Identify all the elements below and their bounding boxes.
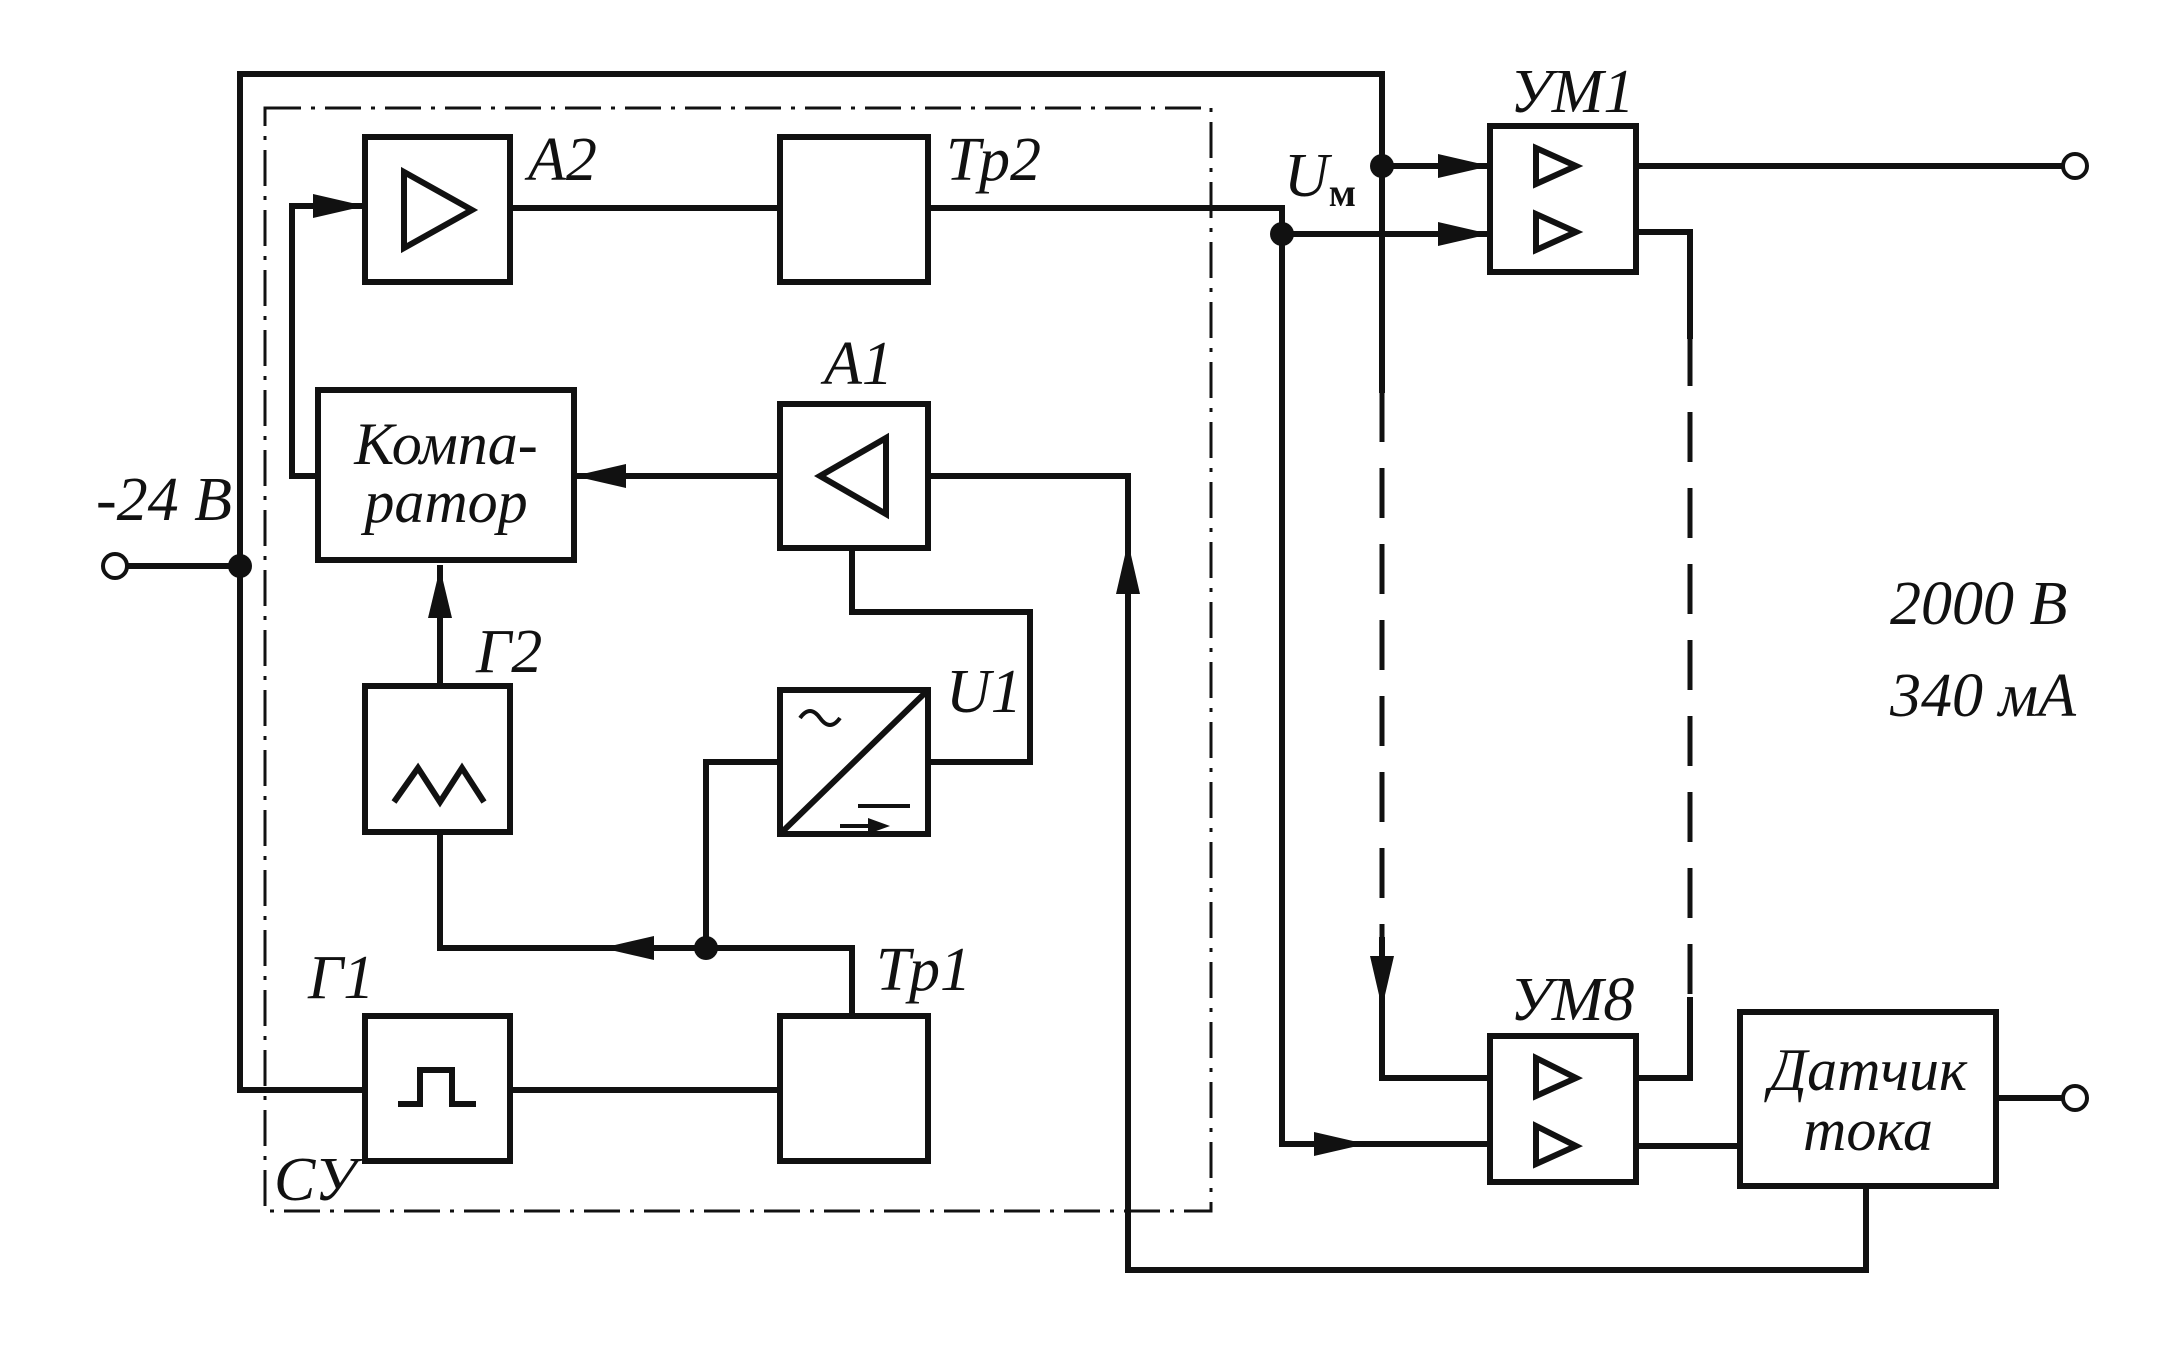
junction-supply [228, 554, 252, 578]
terminal-um1-output [2061, 152, 2089, 180]
converter-diagonal [777, 687, 931, 837]
ac-wave-icon [798, 709, 842, 727]
label-a1: А1 [820, 330, 893, 398]
junction-tr1 [694, 936, 718, 960]
label-u1: U1 [946, 658, 1022, 726]
label-tr1: Тр1 [876, 936, 971, 1004]
wire-u1-to-a1 [849, 545, 1033, 765]
arrow-into-um1-bottom [1438, 222, 1490, 246]
arrow-into-um1-top [1438, 154, 1490, 178]
wire-feedback [925, 473, 1869, 1273]
block-g2 [362, 683, 513, 835]
arrow-into-comparator [574, 464, 626, 488]
amplifier-icon [1533, 1053, 1583, 1101]
wire-tr1-to-node [437, 829, 855, 1019]
comparator-label-line1: Компа- [353, 411, 538, 477]
amplifier-icon [1533, 143, 1584, 189]
sensor-label-line2: тока [1803, 1097, 1933, 1163]
block-g1 [362, 1013, 513, 1164]
block-um1 [1487, 123, 1639, 275]
label-su: СУ [274, 1146, 364, 1214]
wire-supply-bus [237, 71, 1385, 1093]
control-unit-boundary [263, 106, 1213, 1213]
arrow-feedback-up [1116, 542, 1140, 594]
terminal-sensor-output [2061, 1084, 2089, 1112]
block-a1 [777, 401, 931, 551]
amplifier-icon [401, 166, 479, 254]
arrow-into-um8-bottom [1314, 1132, 1366, 1156]
label-tr2: Тр2 [946, 126, 1041, 194]
sensor-label-line1: Датчик [1764, 1037, 1968, 1103]
label-um-voltage: Uм [1284, 142, 1356, 215]
wire-um1-down-top [1633, 229, 1693, 339]
block-comparator: Компа- ратор [315, 387, 577, 563]
arrow-into-a2 [313, 194, 365, 218]
terminal-supply [101, 552, 129, 580]
block-current-sensor: Датчик тока [1737, 1009, 1999, 1189]
block-tr2 [777, 134, 931, 285]
comparator-label-line2: ратор [360, 469, 527, 535]
amplifier-icon [1533, 1121, 1583, 1169]
wire-um1-down-bottom [1633, 997, 1693, 1081]
block-a2 [362, 134, 513, 285]
block-tr1 [777, 1013, 931, 1164]
output-arrowhead-icon [868, 818, 890, 834]
block-u1 [777, 687, 931, 837]
junction-um [1270, 222, 1294, 246]
amplifier-icon [813, 432, 889, 520]
block-um8 [1487, 1033, 1639, 1185]
wire-node-to-u1 [703, 759, 783, 951]
label-um8: УМ8 [1510, 966, 1634, 1034]
label-g2: Г2 [475, 618, 542, 686]
arrow-to-g2-path [602, 936, 654, 960]
arrowheads [313, 154, 1490, 1156]
wire-tr2-to-um-node [925, 205, 1285, 237]
label-um1: УМ1 [1510, 58, 1634, 126]
triangle-wave-icon [391, 762, 487, 808]
label-supply: -24 В [96, 466, 232, 534]
junction-bus-um1 [1370, 154, 1394, 178]
pulse-wave-icon [398, 1067, 476, 1107]
wire-um-to-um8 [1279, 231, 1493, 1147]
label-output-voltage: 2000 В [1890, 570, 2067, 638]
label-a2: А2 [524, 126, 597, 194]
amplifier-icon [1533, 209, 1584, 255]
wire-bus-down-bottom [1379, 937, 1493, 1081]
label-g1: Г1 [307, 944, 374, 1012]
label-output-current: 340 мА [1889, 662, 2077, 730]
arrow-into-comparator-bottom [428, 568, 452, 618]
arrow-bus-down [1370, 956, 1394, 1008]
